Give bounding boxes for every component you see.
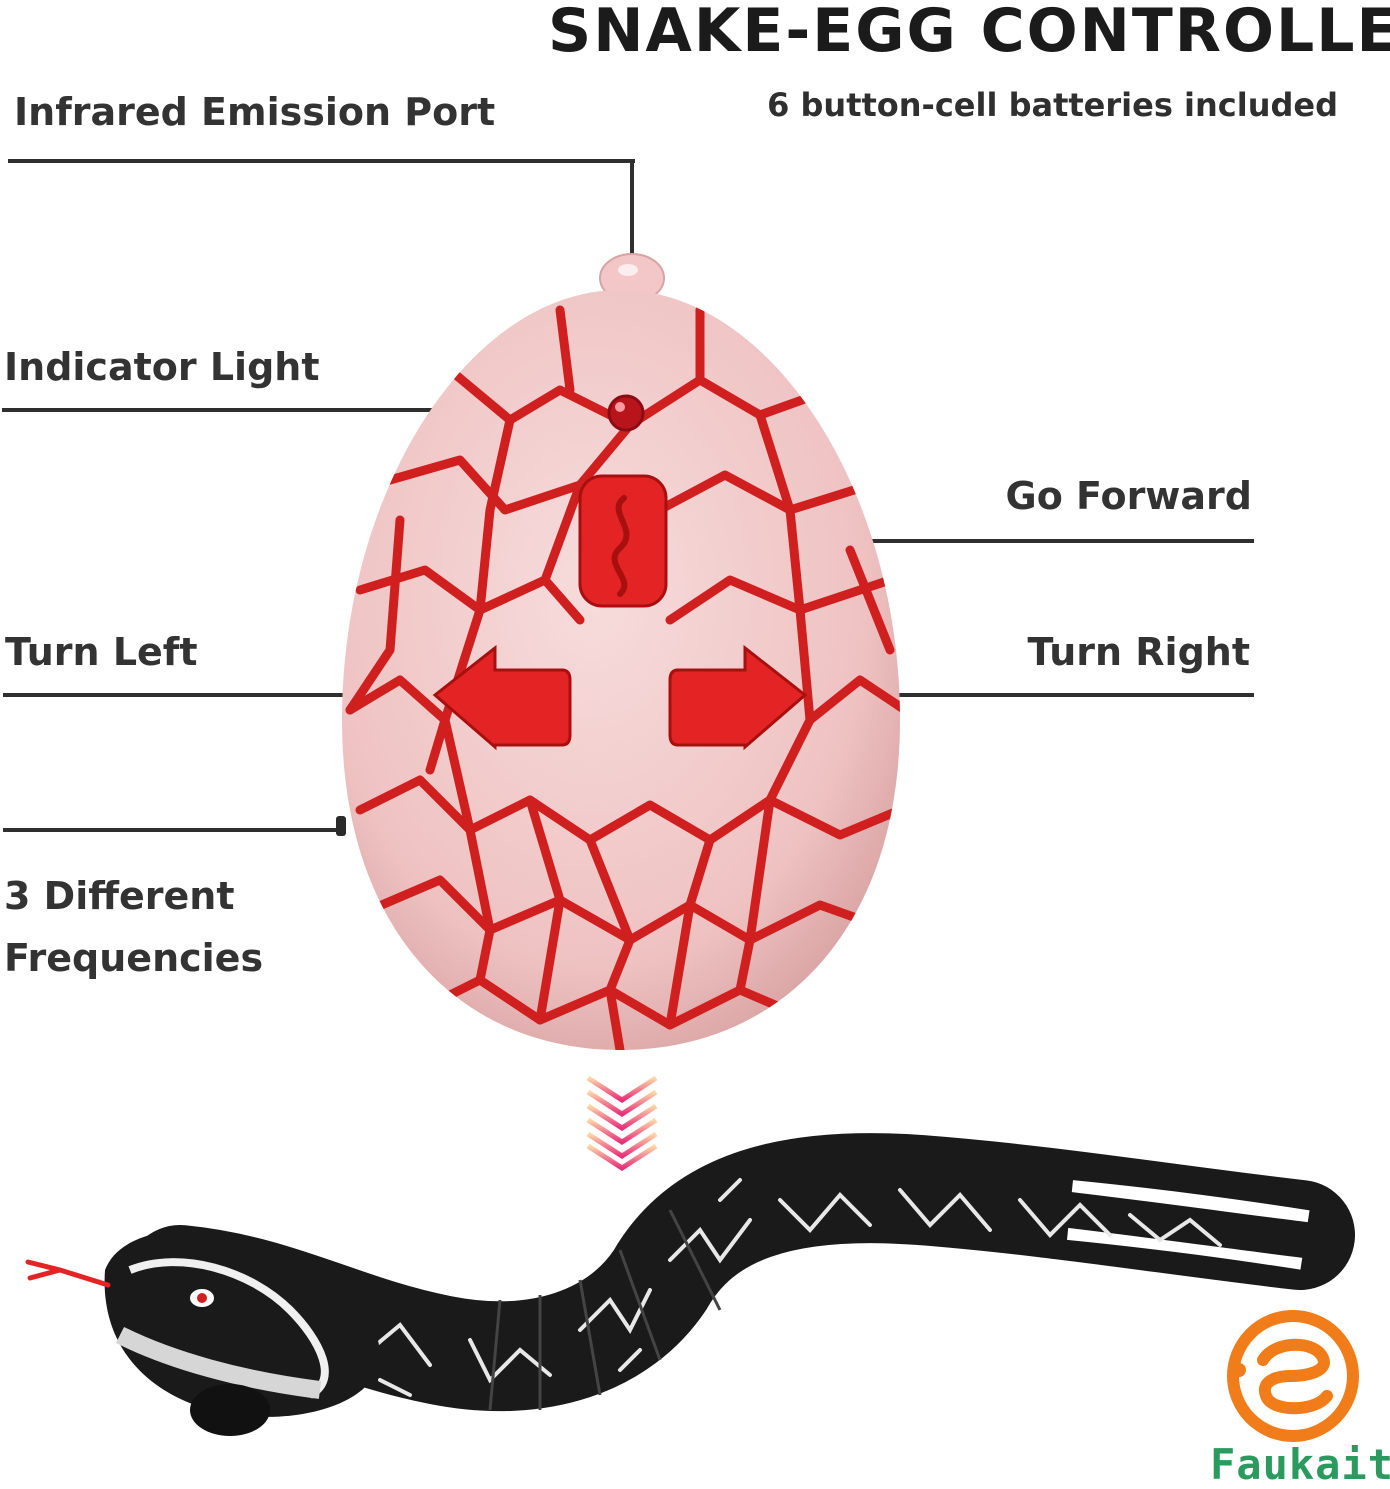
arrow-left-icon [432, 644, 572, 751]
snake-coil-logo-icon [1227, 1310, 1359, 1442]
turn-left-label: Turn Left [5, 630, 198, 674]
frequency-label: 3 Different Frequencies [4, 874, 264, 980]
turn-left-button[interactable] [432, 644, 572, 751]
snake-squiggle-icon [611, 495, 630, 597]
turn-right-leader-line [800, 693, 1254, 697]
egg-crack-pattern [345, 305, 900, 1050]
forward-button[interactable] [578, 474, 668, 608]
brand-name: Faukait [1210, 1440, 1390, 1489]
page-title: SNAKE-EGG CONTROLLER [548, 0, 1390, 66]
battery-note: 6 button-cell batteries included [767, 86, 1338, 124]
indicator-light-label: Indicator Light [4, 345, 320, 389]
infrared-leader-line-vertical [630, 159, 634, 255]
indicator-leader-line [2, 408, 624, 412]
egg-controller-illustration [336, 253, 900, 1050]
led-dot-icon [607, 394, 645, 432]
chevrons-down-icon [586, 1075, 658, 1171]
infrared-leader-line [8, 159, 635, 163]
turn-right-label: Turn Right [1027, 630, 1250, 674]
arrow-right-icon [668, 644, 808, 751]
frequency-switch[interactable] [336, 816, 346, 836]
go-forward-label: Go Forward [1005, 474, 1252, 518]
infrared-port-label: Infrared Emission Port [14, 90, 496, 134]
go-forward-leader-line [668, 539, 1254, 543]
turn-right-button[interactable] [668, 644, 808, 751]
snake-tongue [25, 1259, 111, 1288]
turn-left-leader-line [3, 693, 458, 697]
snake-toy-illustration [25, 1133, 1355, 1436]
frequency-leader-line [3, 828, 341, 832]
